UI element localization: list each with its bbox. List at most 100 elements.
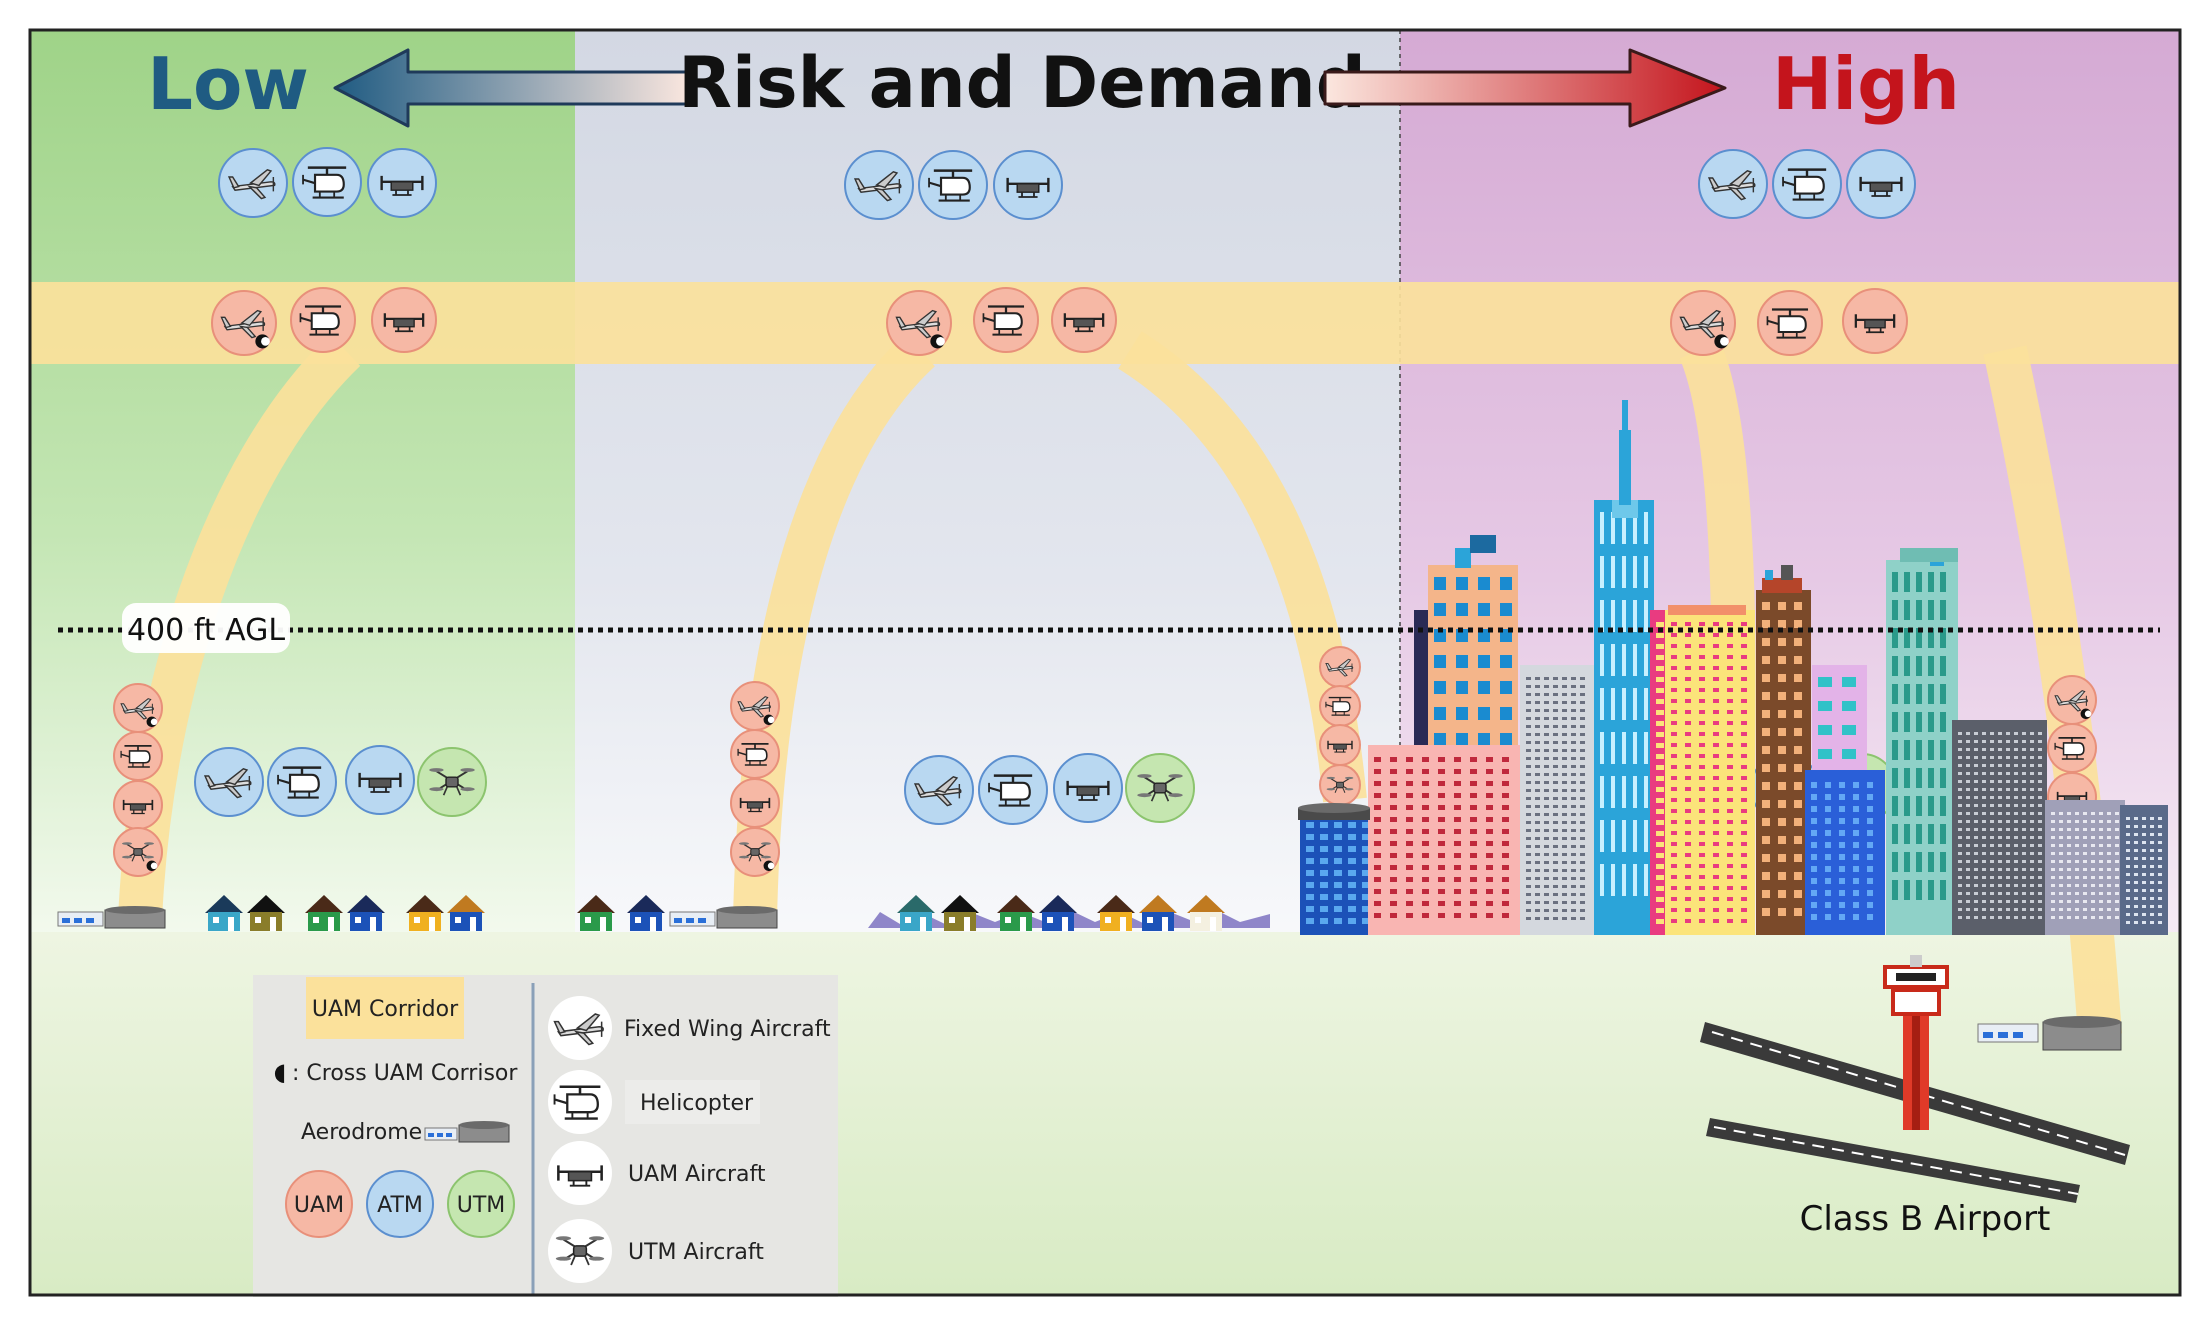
- aerodrome-icon: [424, 1121, 510, 1143]
- helicopter-vehicle-badge: [730, 729, 780, 779]
- uam-vehicle-badge: [730, 778, 780, 828]
- building-roof: [1900, 548, 1958, 562]
- building: [1952, 720, 2047, 935]
- helicopter-vehicle-badge: [1757, 290, 1823, 356]
- header-title: Risk and Demand: [678, 42, 1366, 124]
- uam-vehicle-badge: [113, 780, 163, 830]
- uam-vehicle-badge: [371, 287, 437, 353]
- building-roof: [1668, 605, 1746, 615]
- house: [1139, 895, 1177, 931]
- aerodrome-left: [57, 906, 166, 929]
- uam-vehicle-badge: [367, 148, 437, 218]
- building: [2045, 800, 2125, 935]
- arrow-left: [333, 48, 692, 128]
- utm-vehicle-badge: [1125, 753, 1195, 823]
- fixed-wing-vehicle-badge: [1319, 646, 1361, 688]
- fixed-wing-vehicle-badge: [2047, 675, 2097, 725]
- utm-vehicle-badge: [1319, 764, 1361, 806]
- house: [1039, 895, 1077, 931]
- class-b-airport: [1700, 955, 2130, 1203]
- building: [1594, 500, 1654, 935]
- legend-uam-swatch: [285, 1170, 353, 1238]
- building: [2120, 805, 2168, 935]
- house: [1187, 895, 1225, 931]
- legend-utm-label: UTM: [457, 1193, 506, 1218]
- header: Low Risk and Demand High: [147, 42, 1960, 128]
- house: [447, 895, 485, 931]
- helicopter-vehicle-badge: [1319, 685, 1361, 727]
- uam-vehicle-badge: [1053, 753, 1123, 823]
- fixed-wing-vehicle-badge: [904, 755, 974, 825]
- building-roof: [1762, 578, 1802, 593]
- fixed-wing-vehicle-badge: [194, 747, 264, 817]
- uam-vehicle-badge: [345, 745, 415, 815]
- uam-vehicle-badge: [993, 150, 1063, 220]
- legend-corridor-label: UAM Corridor: [312, 997, 459, 1022]
- building: [1520, 665, 1595, 935]
- legend-aerodrome-label: Aerodrome: [301, 1120, 422, 1145]
- fixed-wing-vehicle-badge: [730, 681, 780, 731]
- house: [897, 895, 935, 931]
- building-roof: [1455, 548, 1471, 568]
- uam-vehicle-badge: [1842, 288, 1908, 354]
- altitude-line: 400 ft AGL: [58, 603, 2160, 653]
- building: [1756, 590, 1811, 935]
- legend-utm-aircraft-label: UTM Aircraft: [628, 1240, 764, 1265]
- helicopter-vehicle-badge: [292, 147, 362, 217]
- city-skyline: [1298, 400, 2168, 935]
- uam-vehicle-badge: [1051, 287, 1117, 353]
- helicopter-vehicle-badge: [978, 755, 1048, 825]
- low-label: Low: [147, 42, 309, 126]
- aerodrome-airport: [1977, 1016, 2122, 1051]
- legend-helicopter-label: Helicopter: [640, 1091, 754, 1116]
- houses: [205, 895, 1270, 931]
- helicopter-vehicle-badge: [1772, 149, 1842, 219]
- building-roof: [1622, 400, 1628, 435]
- building-roof: [1619, 430, 1631, 505]
- aerodrome-mid: [669, 906, 778, 929]
- fixed-wing-vehicle-badge: [218, 148, 288, 218]
- fixed-wing-vehicle-badge: [211, 290, 277, 356]
- helicopter-vehicle-badge: [290, 287, 356, 353]
- house: [305, 895, 343, 931]
- building-roof: [1612, 500, 1638, 518]
- frame: [28, 28, 2182, 1297]
- utm-vehicle-badge: [113, 827, 163, 877]
- uam-vehicle-badge: [1319, 724, 1361, 766]
- control-tower: [1883, 955, 1949, 1130]
- legend: UAM Corridor ◖ : Cross UAM Corrisor Aero…: [253, 975, 838, 1297]
- legend-cross-label: : Cross UAM Corrisor: [292, 1061, 518, 1086]
- utm-vehicle-badge: [730, 827, 780, 877]
- building: [1665, 610, 1755, 935]
- house: [997, 895, 1035, 931]
- house: [347, 895, 385, 931]
- building-roof: [1470, 535, 1496, 553]
- house: [627, 895, 665, 931]
- helicopter-vehicle-badge: [973, 287, 1039, 353]
- house: [247, 895, 285, 931]
- house: [406, 895, 444, 931]
- building-roof: [1765, 570, 1773, 580]
- altitude-label: 400 ft AGL: [127, 613, 285, 648]
- building: [1368, 745, 1523, 935]
- legend-uam-aircraft-label: UAM Aircraft: [628, 1162, 766, 1187]
- water-tower: [1298, 803, 1370, 820]
- fixed-wing-vehicle-badge: [1670, 290, 1736, 356]
- legend-atm-label: ATM: [377, 1193, 423, 1218]
- legend-uam-label: UAM: [294, 1193, 344, 1218]
- legend-atm-swatch: [366, 1170, 434, 1238]
- legend-fixed-wing-label: Fixed Wing Aircraft: [624, 1017, 831, 1042]
- house: [205, 895, 243, 931]
- house: [577, 895, 615, 931]
- helicopter-vehicle-badge: [113, 731, 163, 781]
- utm-vehicle-badge: [417, 747, 487, 817]
- helicopter-vehicle-badge: [918, 150, 988, 220]
- house: [1097, 895, 1135, 931]
- fixed-wing-vehicle-badge: [1698, 149, 1768, 219]
- aerodromes: [57, 906, 2122, 1051]
- house: [941, 895, 979, 931]
- helicopter-vehicle-badge: [267, 747, 337, 817]
- cross-corridor-icon: ◖: [274, 1058, 287, 1086]
